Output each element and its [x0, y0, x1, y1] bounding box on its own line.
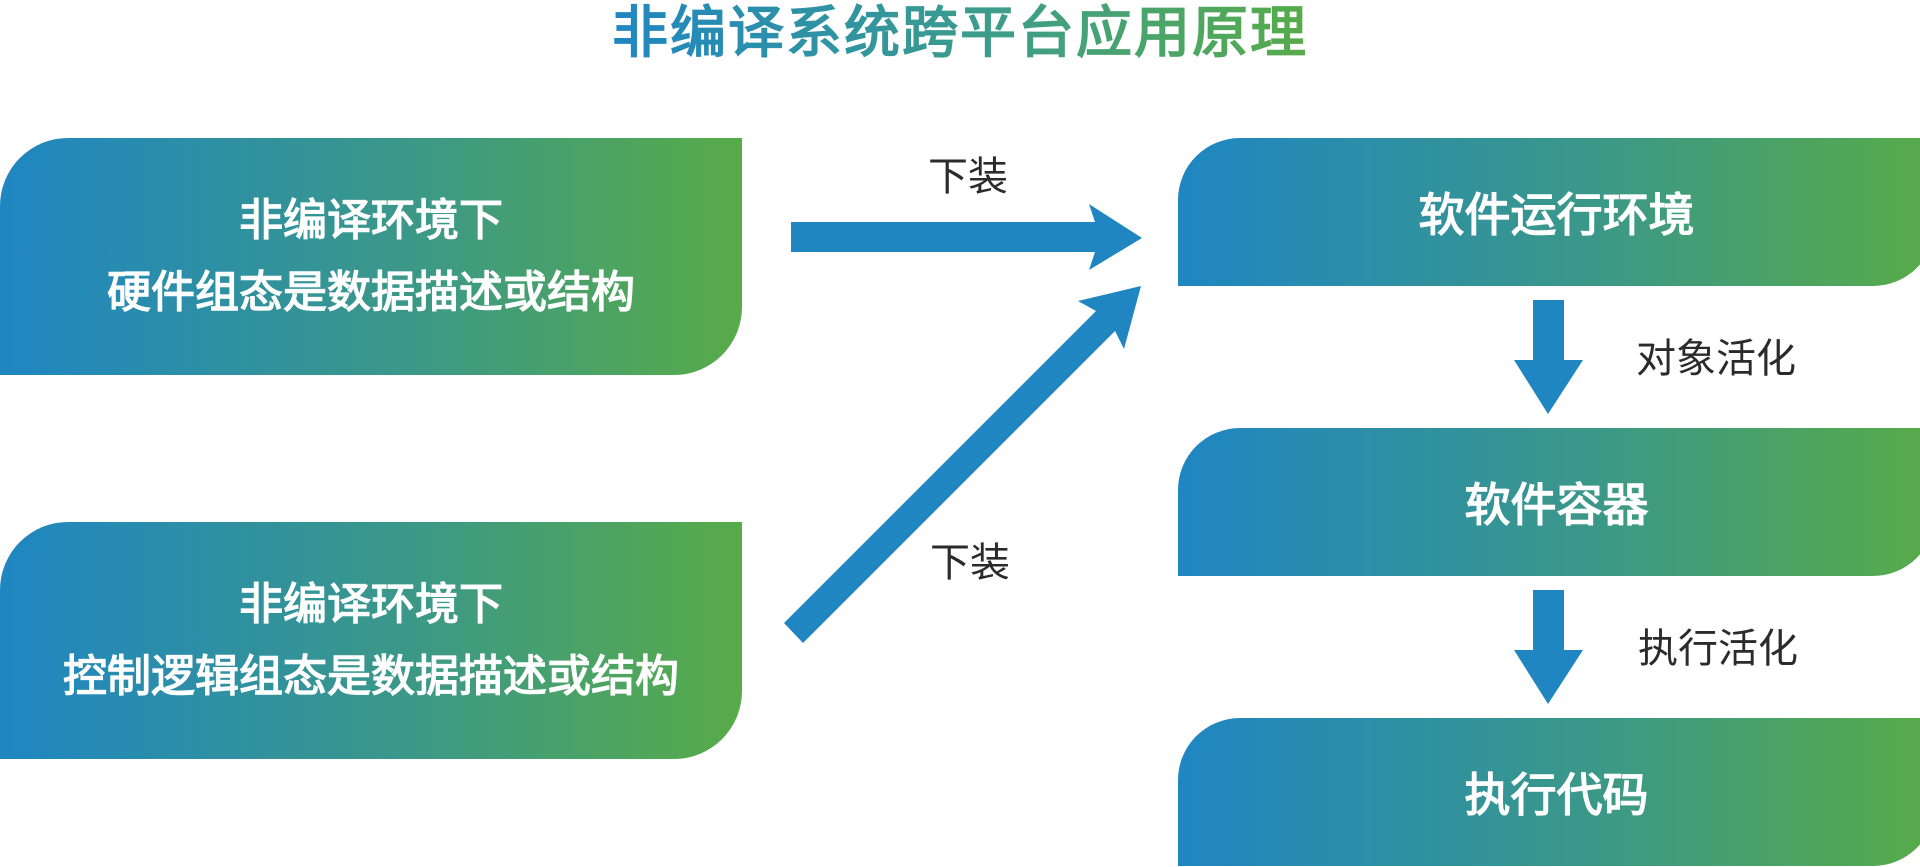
left-box-hardware-line1: 非编译环境下: [239, 194, 503, 246]
right-box-container-label: 软件容器: [1464, 478, 1649, 532]
left-box-logic-line1: 非编译环境下: [239, 578, 503, 630]
label-object-activation: 对象活化: [1636, 336, 1796, 382]
label-exec-activation: 执行活化: [1638, 626, 1798, 672]
left-box-logic-config: 非编译环境下 控制逻辑组态是数据描述或结构: [0, 522, 742, 759]
left-box-logic-line2: 控制逻辑组态是数据描述或结构: [63, 650, 679, 702]
right-box-runtime: 软件运行环境: [1178, 138, 1920, 286]
label-top-download: 下装: [928, 154, 1008, 200]
label-diagonal-download: 下装: [930, 540, 1010, 586]
diagram-title: 非编译系统跨平台应用原理: [612, 1, 1308, 66]
right-box-exec-code-label: 执行代码: [1464, 768, 1649, 822]
diagonal-download-arrow: [784, 286, 1141, 643]
right-box-exec-code: 执行代码: [1178, 718, 1920, 866]
right-box-runtime-label: 软件运行环境: [1418, 188, 1695, 242]
down-arrow-exec-activation: [1514, 590, 1583, 704]
left-box-hardware-line2: 硬件组态是数据描述或结构: [107, 266, 635, 318]
top-download-arrow: [791, 204, 1142, 270]
down-arrow-object-activation: [1514, 300, 1583, 414]
right-box-container: 软件容器: [1178, 428, 1920, 576]
left-box-hardware-config: 非编译环境下 硬件组态是数据描述或结构: [0, 138, 742, 375]
